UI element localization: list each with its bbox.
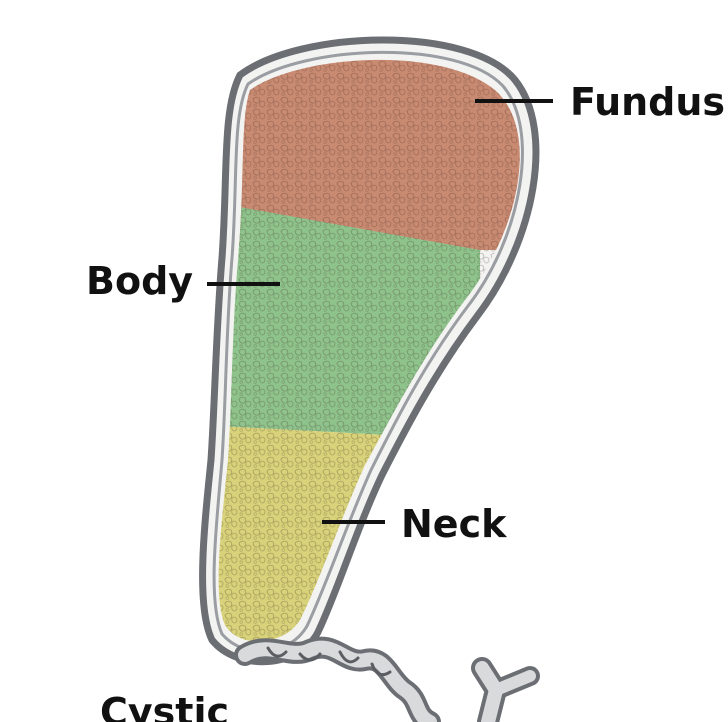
cystic-label: Cystic [100, 690, 229, 722]
neck-label: Neck [401, 502, 507, 546]
fundus-label: Fundus [570, 80, 726, 124]
gallbladder-regions [218, 59, 520, 642]
body-label: Body [86, 259, 194, 303]
common-duct [471, 657, 540, 722]
cystic-duct [234, 636, 441, 722]
